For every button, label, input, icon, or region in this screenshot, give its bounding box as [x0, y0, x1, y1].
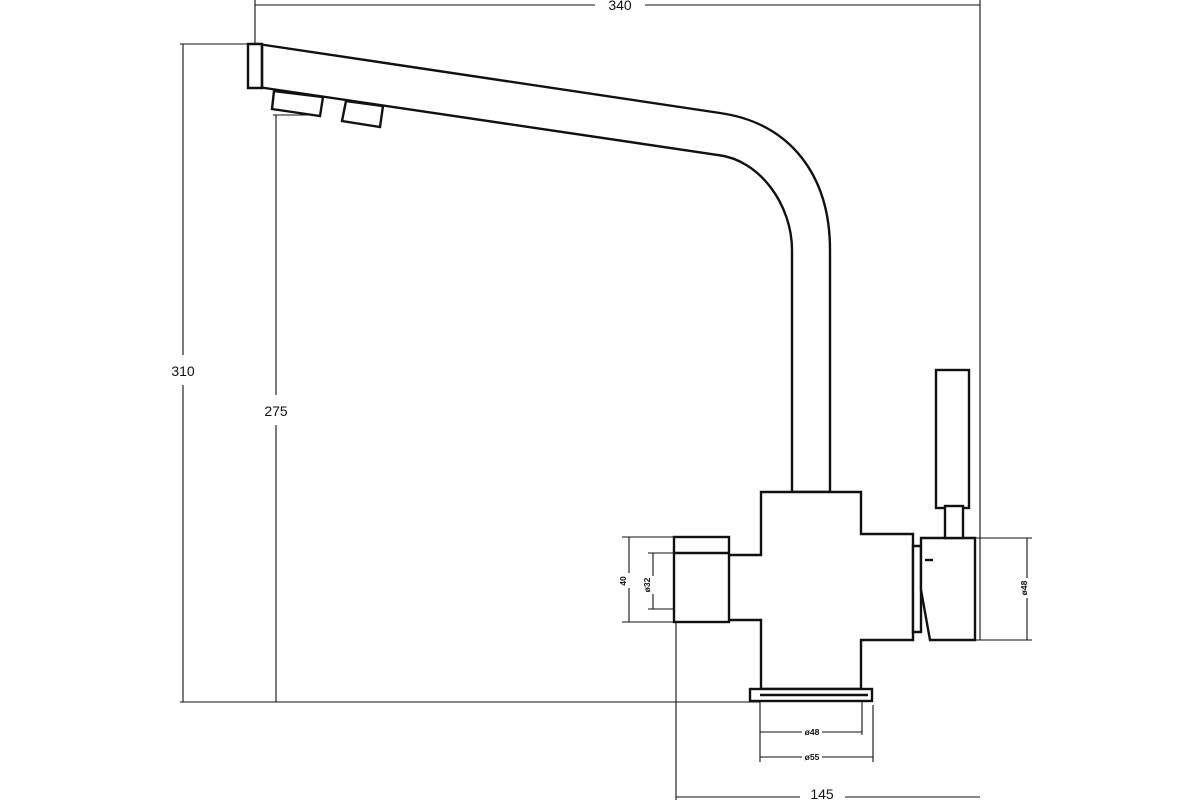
dim-spout-height: 275	[264, 403, 288, 419]
dim-base-inner-diameter: ø48	[805, 727, 820, 737]
left-port	[672, 535, 731, 624]
dim-side-port-height: 40	[618, 576, 628, 586]
spout-nozzle-1	[270, 89, 325, 118]
dim-side-port-diameter: ø32	[642, 577, 652, 592]
dim-base-width: 145	[810, 786, 834, 800]
spout-nozzle-2	[340, 99, 385, 129]
dimension-labels: 340 310 275 145 40 ø32 ø48 ø48 ø55	[171, 0, 1029, 800]
right-handle-body	[919, 536, 977, 642]
spout	[246, 42, 832, 494]
dim-base-outer-diameter: ø55	[805, 752, 820, 762]
dim-overall-height: 310	[171, 363, 195, 379]
lever-stem	[943, 504, 965, 540]
dim-overall-width: 340	[608, 0, 632, 13]
dim-right-port-diameter: ø48	[1019, 580, 1029, 595]
faucet-body	[672, 368, 977, 703]
lever-handle	[934, 368, 971, 510]
